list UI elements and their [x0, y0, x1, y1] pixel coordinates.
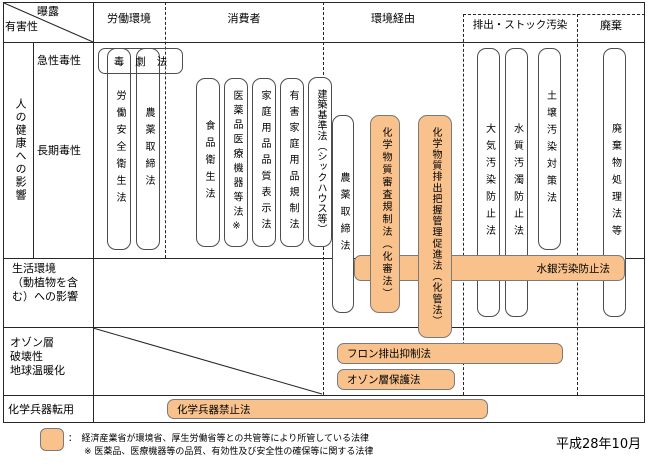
footnote-text: ※ 医薬品、医療機器等の品質、有効性及び安全性の確保等に関する法律 [84, 447, 374, 457]
law-box-label: 化学兵器禁止法 [177, 403, 251, 416]
law-bar-kashinho: 化学物質審査規制法（化審法） [370, 115, 400, 313]
row-header-chemical-weapons: 化学兵器転用 [8, 403, 74, 416]
law-box-label: 毒劇法 [113, 55, 179, 68]
row-header-acute: 急性毒性 [37, 54, 81, 67]
law-bar-kenchiku: 建築基準法（シックハウス等） [308, 77, 332, 247]
law-bar-label: 土壌汚染対策法 [544, 89, 556, 209]
col-header-environment: 環境経由 [371, 12, 415, 25]
law-bar-label: 医薬品医療機器等法※ [231, 89, 242, 236]
law-bar-label: 廃棄物処理法等 [609, 123, 621, 242]
law-bar-yugai-kateiyohin: 有害家庭用品規制法 [280, 78, 304, 247]
col-divider-env-emission [463, 14, 464, 395]
law-bar-label: 大気汚染防止法 [483, 123, 495, 242]
law-bar-kateiyohin: 家庭用品品質表示法 [252, 78, 276, 247]
corner-label-exposure: 曝露 [37, 5, 59, 18]
law-bar-label: 化学物質審査規制法（化審法） [380, 127, 391, 301]
row-line-ozone [3, 327, 645, 328]
col-header-consumer: 消費者 [227, 12, 261, 25]
law-bar-haikibutsu: 廃棄物処理法等 [603, 48, 626, 317]
law-bar-taiki: 大気汚染防止法 [477, 48, 500, 317]
col-divider-emission-waste [577, 14, 578, 395]
row-header-ozone-warming: オゾン層 破壊性 地球温暖化 [10, 336, 65, 377]
law-bar-iyakuhin: 医薬品医療機器等法※ [224, 78, 248, 247]
table-border [3, 2, 645, 423]
law-bar-label: 水質汚濁防止法 [511, 123, 523, 242]
law-box-label: 水銀汚染防止法 [536, 262, 611, 275]
law-bar-kakanho: 化学物質排出把握管理促進法（化管法） [418, 115, 452, 338]
row-header-living-environment: 生活環境 （動植物を含 む）への影響 [12, 262, 78, 303]
law-bar-nouyaku-kankyo: 農薬取締法 [332, 115, 354, 313]
law-bar-rouan: 労働安全衛生法 [107, 48, 131, 250]
row-header-divider [93, 2, 94, 423]
col-divider-labor-consumer [165, 2, 166, 258]
law-bar-label: 農薬取締法 [338, 171, 349, 257]
legend-orange-swatch [40, 428, 64, 451]
law-bar-label: 労働安全衛生法 [114, 89, 125, 209]
law-bar-label: 建築基準法（シックハウス等） [315, 89, 326, 235]
law-bar-shokuhin: 食品衛生法 [196, 78, 220, 247]
corner-label-hazard: 有害性 [5, 20, 38, 33]
law-box-label: フロン排出抑制法 [347, 348, 431, 360]
col-header-labor: 労働環境 [107, 12, 151, 25]
law-box-heiki-kinshi: 化学兵器禁止法 [167, 399, 488, 419]
emission-box-top-line [463, 14, 645, 15]
law-box-furon: フロン排出抑制法 [337, 343, 563, 364]
law-bar-dojou: 土壌汚染対策法 [538, 48, 561, 250]
row-header-chronic: 長期毒性 [37, 144, 81, 157]
date-label: 平成28年10月 [556, 437, 642, 452]
law-bar-suishitsu: 水質汚濁防止法 [505, 48, 528, 317]
row-header-human-health: 人の健康への影響 [14, 98, 27, 202]
row-line-living [3, 258, 645, 259]
law-bar-label: 化学物質排出把握管理促進法（化管法） [430, 126, 441, 327]
row-line-weapons [3, 395, 645, 396]
legend-text: ： 経済産業省が環境省、厚生労働省等との共管等により所管している法律 [68, 434, 369, 444]
header-bottom-line [3, 42, 645, 43]
law-box-label: オゾン層保護法 [347, 374, 421, 386]
law-bar-nouyaku-rodo: 農薬取締法 [136, 48, 160, 250]
health-sub-divider [33, 42, 34, 258]
col-header-emission: 排出・ストック汚染 [472, 19, 568, 31]
col-header-waste: 廃棄 [600, 19, 622, 32]
law-bar-label: 家庭用品品質表示法 [259, 90, 270, 235]
law-bar-label: 農薬取締法 [143, 106, 154, 192]
law-box-dokugeki: 毒劇法 [98, 48, 183, 74]
law-box-ozone-hogo: オゾン層保護法 [337, 369, 455, 390]
law-bar-label: 有害家庭用品規制法 [287, 90, 298, 235]
law-bar-label: 食品衛生法 [203, 120, 214, 205]
